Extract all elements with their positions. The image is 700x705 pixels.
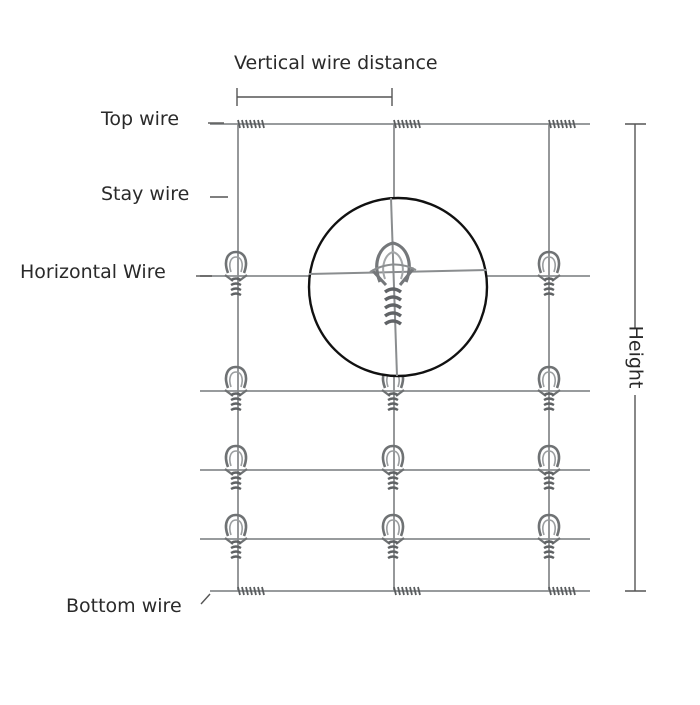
vertical-wire-distance-label: Vertical wire distance (234, 52, 438, 74)
horizontal-wires (200, 123, 590, 592)
leader-lines (196, 122, 228, 605)
bottom-wire-label: Bottom wire (66, 595, 182, 617)
vertical-wire-distance-bracket (236, 88, 393, 106)
stay-wire-label: Stay wire (101, 183, 190, 205)
height-bracket (625, 123, 646, 592)
bottom-wire-leader (200, 593, 211, 605)
magnified-knot-detail (307, 196, 489, 378)
top-wire-label: Top wire (101, 108, 180, 130)
horizontal-wire-label: Horizontal Wire (20, 261, 166, 283)
height-label: Height (624, 325, 647, 389)
